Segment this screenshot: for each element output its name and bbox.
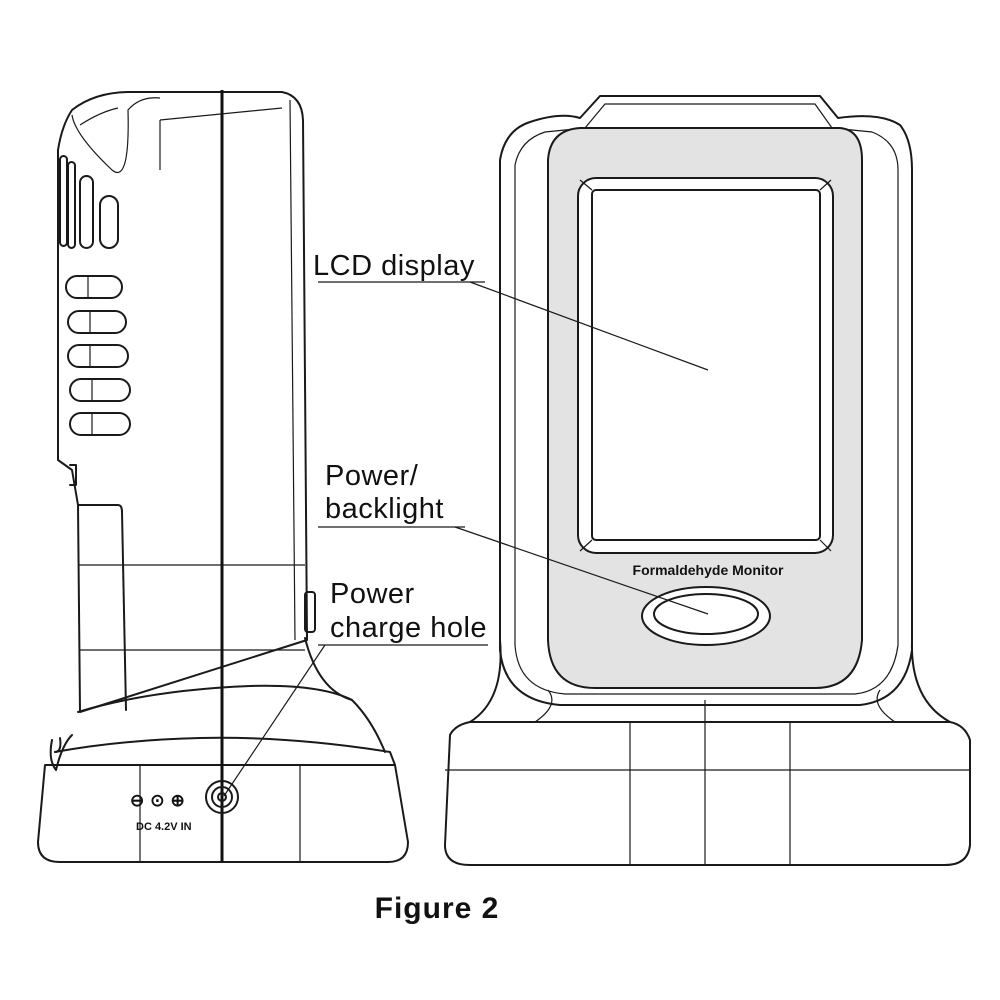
power-button-icon xyxy=(653,593,759,635)
device-name: Formaldehyde Monitor xyxy=(633,562,784,578)
label-power-backlight-line1: Power/ xyxy=(325,460,419,492)
label-power-backlight-line2: backlight xyxy=(325,493,444,525)
polarity-symbols: ⊖⊙⊕ xyxy=(130,791,185,810)
label-charge-hole-line2: charge hole xyxy=(330,612,487,644)
port-label: DC 4.2V IN xyxy=(136,821,192,833)
label-lcd-display: LCD display xyxy=(313,250,475,282)
label-charge-hole-line1: Power xyxy=(330,578,415,610)
front-view: Formaldehyde Monitor xyxy=(444,95,971,866)
figure-caption: Figure 2 xyxy=(375,892,500,925)
side-view: ⊖⊙⊕ DC 4.2V IN xyxy=(37,90,409,863)
callouts xyxy=(223,281,709,797)
